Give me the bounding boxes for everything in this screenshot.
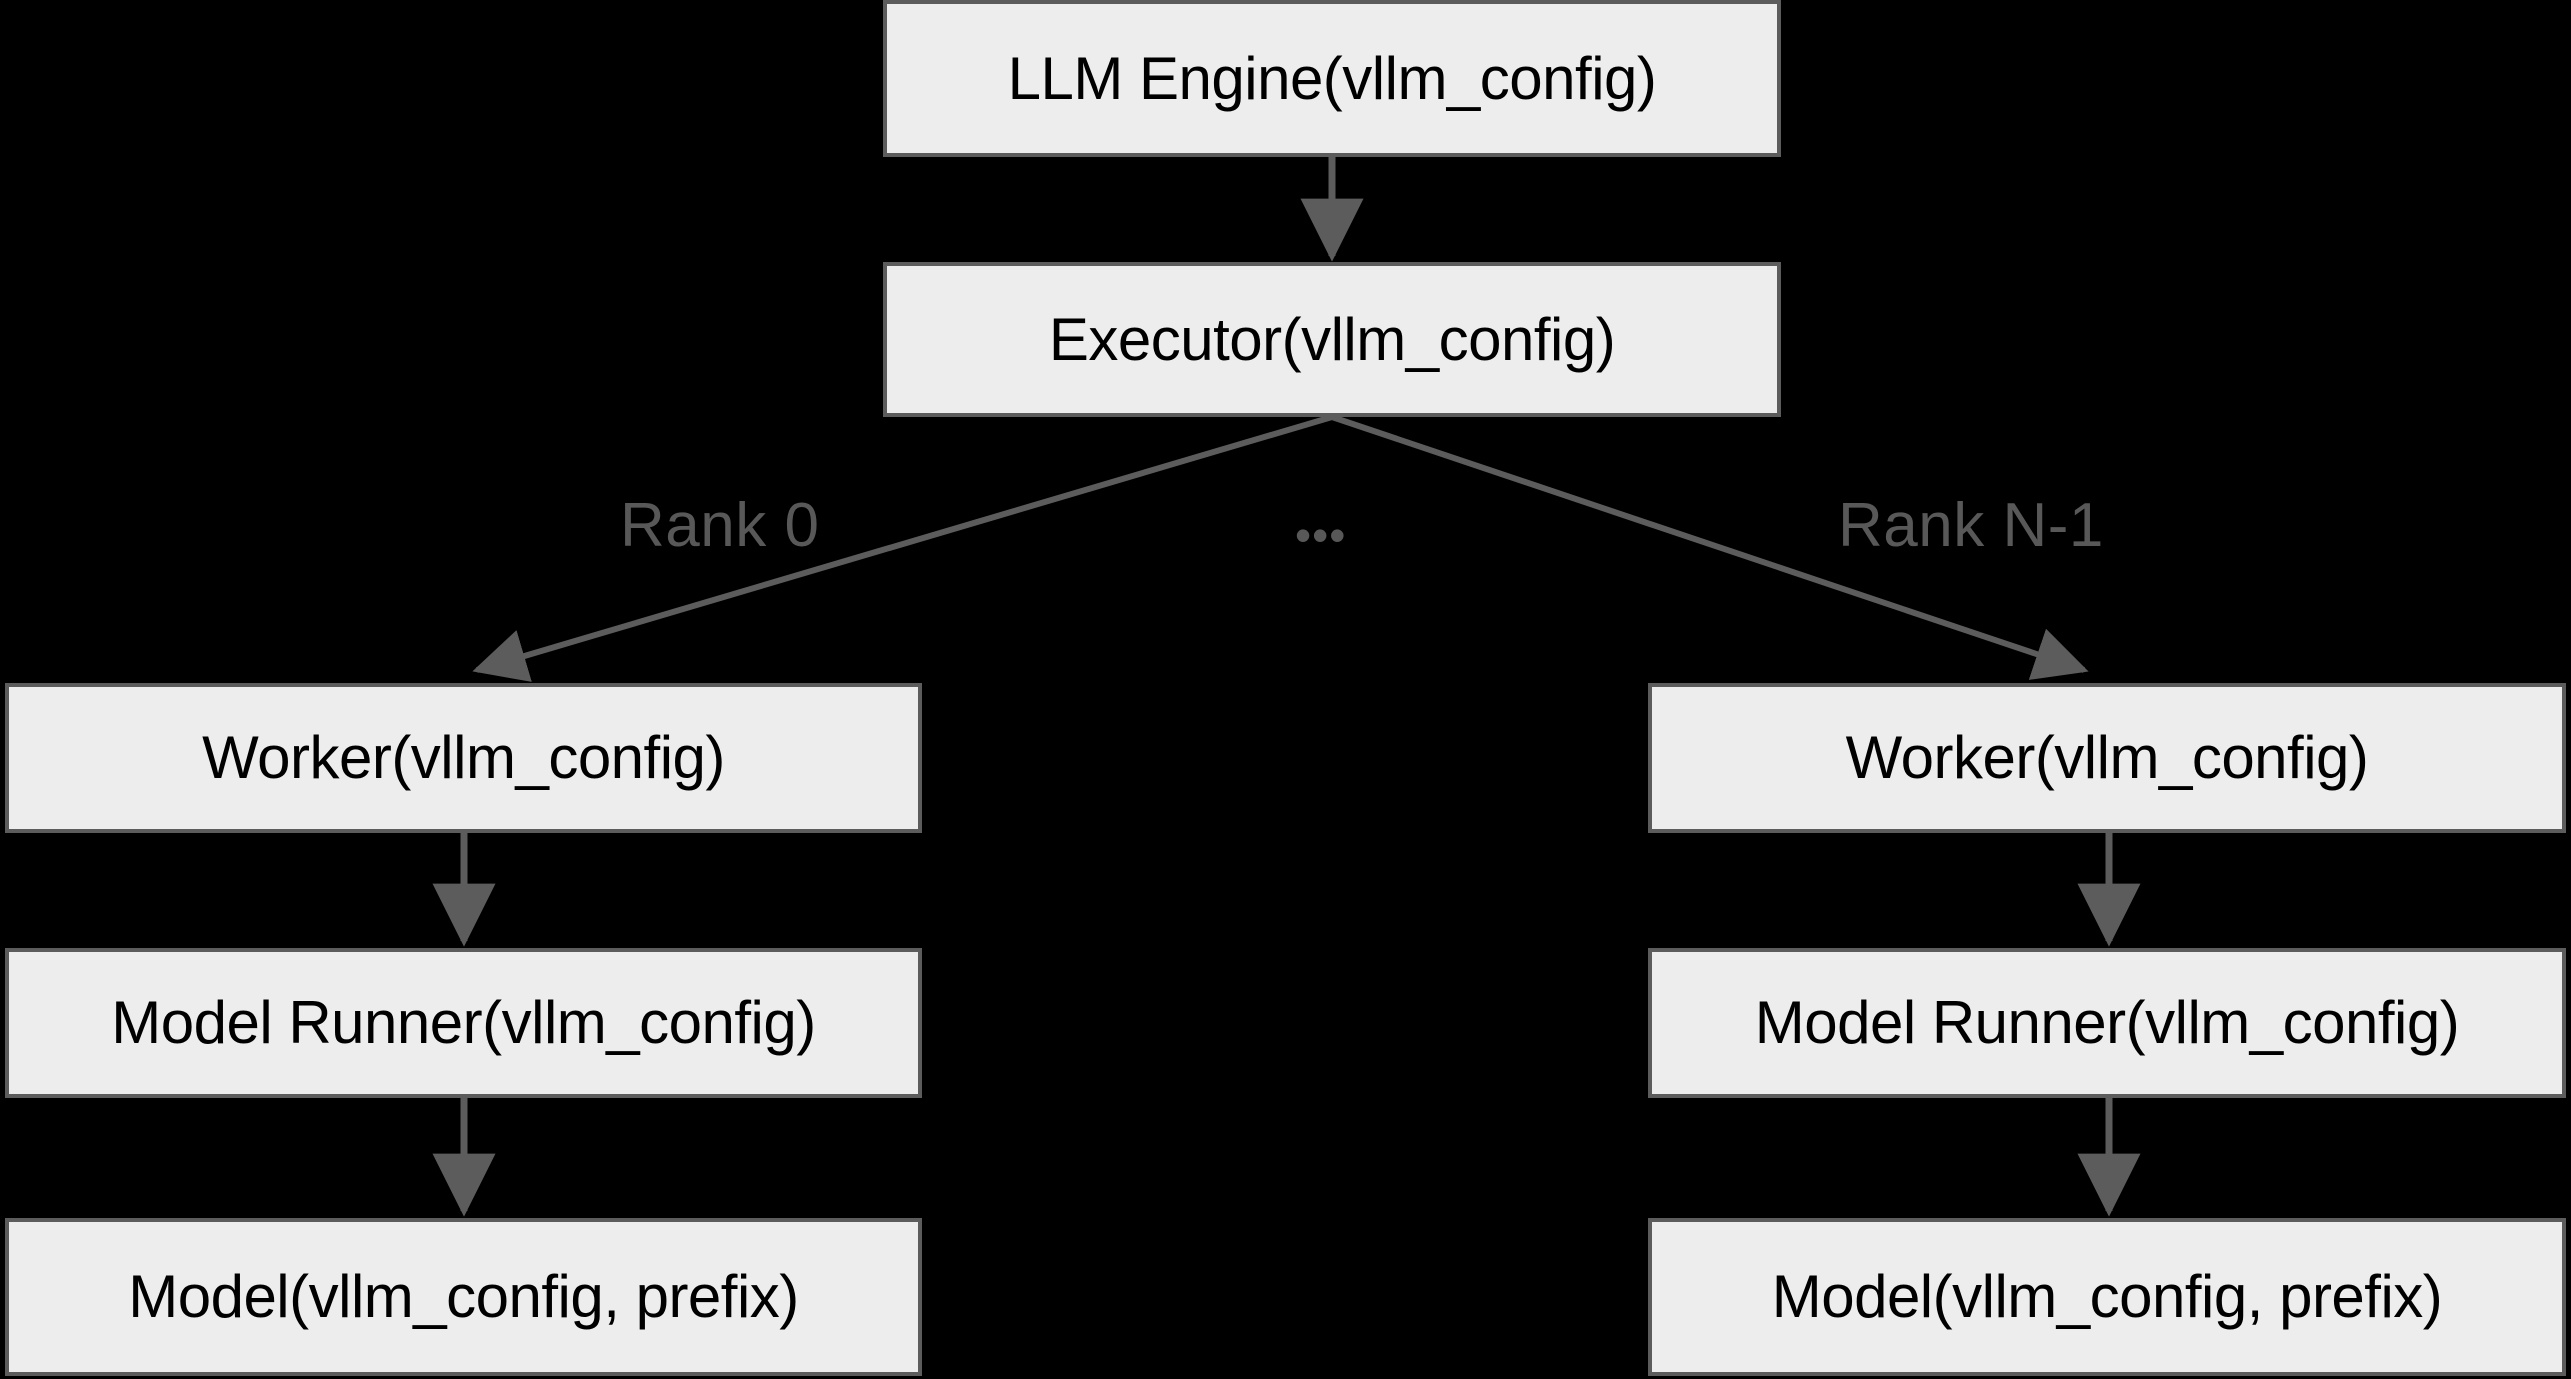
node-model-rank-n[interactable]: Model(vllm_config, prefix): [1648, 1218, 2566, 1376]
node-worker-rank-n[interactable]: Worker(vllm_config): [1648, 683, 2566, 833]
node-model-rank0[interactable]: Model(vllm_config, prefix): [5, 1218, 922, 1376]
node-worker-rank0[interactable]: Worker(vllm_config): [5, 683, 922, 833]
node-model-rank0-label: Model(vllm_config, prefix): [128, 1263, 799, 1330]
node-llm-engine[interactable]: LLM Engine(vllm_config): [883, 0, 1781, 157]
node-model-runner-rank-n[interactable]: Model Runner(vllm_config): [1648, 948, 2566, 1098]
node-worker-rank-n-label: Worker(vllm_config): [1845, 724, 2369, 791]
node-model-rank-n-label: Model(vllm_config, prefix): [1771, 1263, 2443, 1330]
edge-label-rank-0: Rank 0: [620, 491, 820, 560]
edge-label-rank-n-1: Rank N-1: [1838, 491, 2104, 560]
edge-executor-to-worker-rank0: [472, 414, 1333, 682]
node-model-runner-rank-n-label: Model Runner(vllm_config): [1754, 989, 2460, 1056]
node-worker-rank0-label: Worker(vllm_config): [202, 724, 725, 791]
node-executor[interactable]: Executor(vllm_config): [883, 262, 1781, 417]
node-llm-engine-label: LLM Engine(vllm_config): [1007, 44, 1657, 112]
ellipsis-label: •••: [1295, 509, 1347, 561]
node-model-runner-rank0[interactable]: Model Runner(vllm_config): [5, 948, 922, 1098]
node-executor-label: Executor(vllm_config): [1048, 305, 1616, 373]
node-model-runner-rank0-label: Model Runner(vllm_config): [111, 989, 816, 1056]
